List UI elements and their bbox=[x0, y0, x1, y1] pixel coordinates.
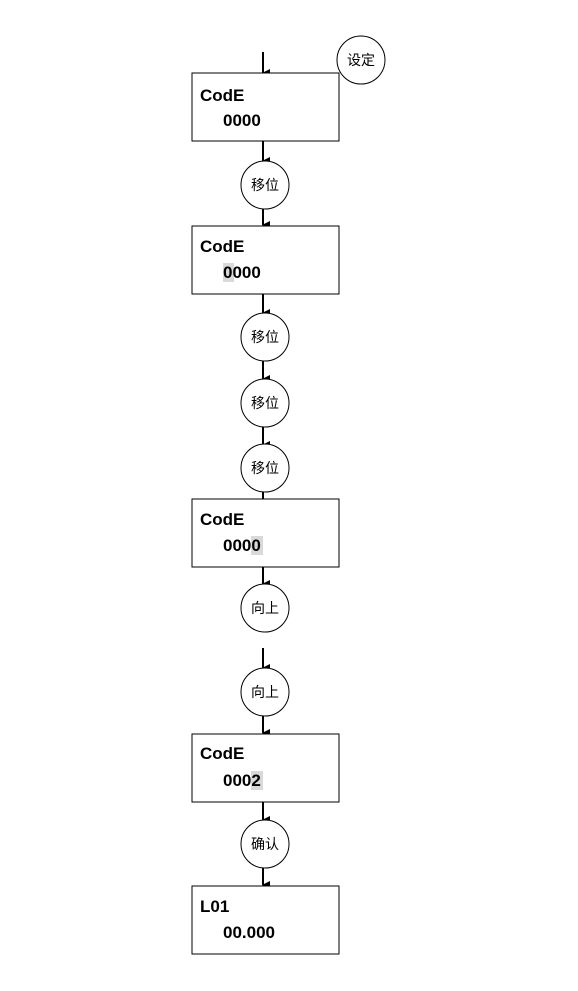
up-key-node-2: 向上 bbox=[240, 667, 290, 717]
box-value: 0000 bbox=[223, 536, 261, 555]
cursor-highlight bbox=[251, 771, 263, 790]
display-box-2: CodE 0000 bbox=[191, 225, 340, 295]
cursor-highlight bbox=[251, 536, 263, 555]
confirm-key-node: 确认 bbox=[240, 819, 290, 869]
box-value: 0000 bbox=[223, 263, 261, 282]
display-box-5: L01 00.000 bbox=[191, 885, 340, 955]
box-title: CodE bbox=[200, 86, 244, 105]
shift-key-label: 移位 bbox=[251, 330, 279, 346]
cursor-highlight bbox=[223, 263, 234, 282]
set-key-node: 设定 bbox=[336, 35, 386, 85]
display-box-1: CodE 0000 bbox=[191, 72, 340, 142]
box-title: CodE bbox=[200, 744, 244, 763]
box-title: CodE bbox=[200, 510, 244, 529]
box-value: 0000 bbox=[223, 111, 261, 130]
shift-key-node-4: 移位 bbox=[240, 443, 290, 493]
display-box-3: CodE 0000 bbox=[191, 498, 340, 568]
set-key-label: 设定 bbox=[347, 53, 375, 69]
shift-key-node-1: 移位 bbox=[240, 160, 290, 210]
box-value: 0002 bbox=[223, 771, 261, 790]
shift-key-node-2: 移位 bbox=[240, 312, 290, 362]
display-box-4: CodE 0002 bbox=[191, 733, 340, 803]
up-key-node-1: 向上 bbox=[240, 583, 290, 633]
box-title: CodE bbox=[200, 237, 244, 256]
box-title: L01 bbox=[200, 897, 229, 916]
up-key-label: 向上 bbox=[251, 601, 279, 617]
shift-key-label: 移位 bbox=[251, 461, 279, 477]
shift-key-label: 移位 bbox=[251, 178, 279, 194]
confirm-key-label: 确认 bbox=[251, 837, 279, 853]
up-key-label: 向上 bbox=[251, 685, 279, 701]
shift-key-label: 移位 bbox=[251, 396, 279, 412]
shift-key-node-3: 移位 bbox=[240, 378, 290, 428]
box-value: 00.000 bbox=[223, 923, 275, 942]
